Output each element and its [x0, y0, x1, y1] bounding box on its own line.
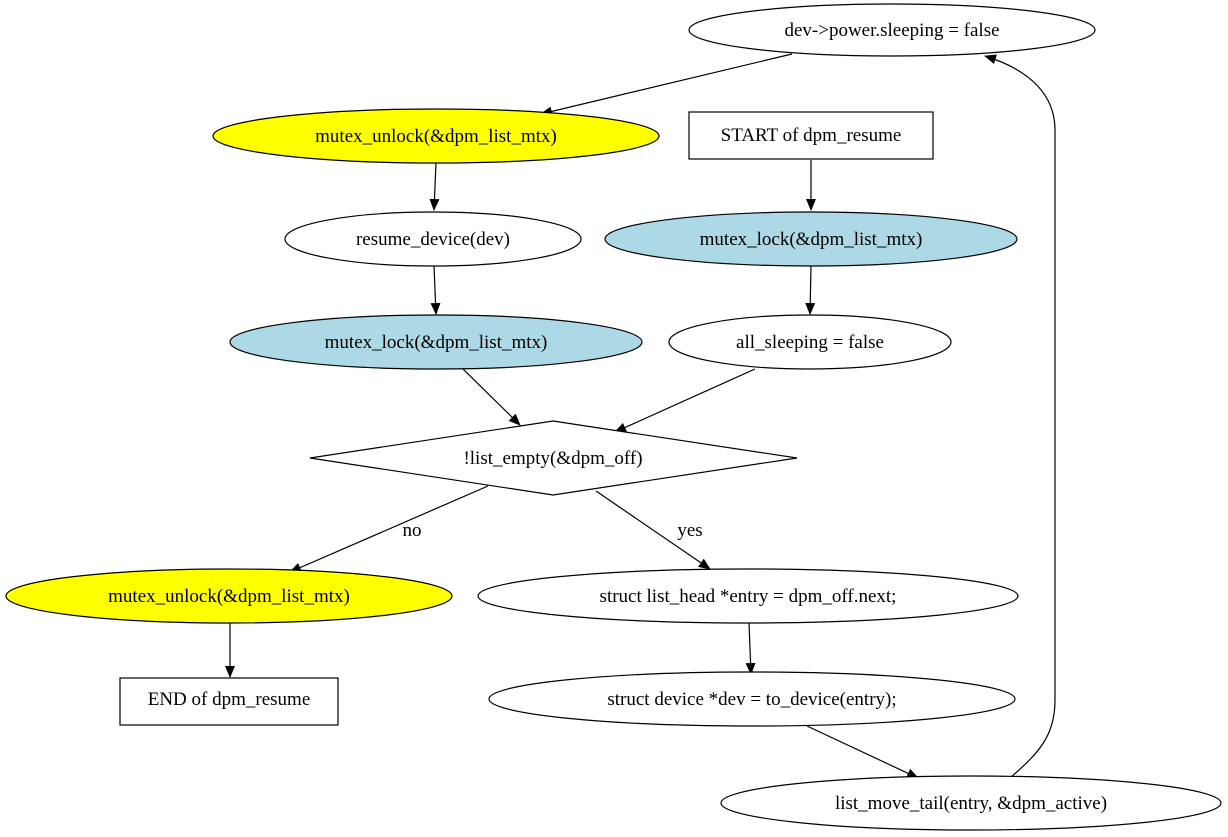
node-to-device-label: struct device *dev = to_device(entry); [607, 689, 896, 710]
node-list-empty-decision: !list_empty(&dpm_off) [309, 420, 798, 496]
node-end-label: END of dpm_resume [148, 689, 311, 710]
node-sleeping-false-label: dev->power.sleeping = false [784, 20, 999, 41]
node-start-label: START of dpm_resume [721, 125, 902, 146]
node-move-tail-label: list_move_tail(entry, &dpm_active) [835, 793, 1107, 814]
node-mutex-unlock-bottom: mutex_unlock(&dpm_list_mtx) [5, 568, 453, 624]
edge-sleeping-to-unlock [540, 53, 793, 117]
edge-move-tail-to-sleeping [984, 54, 1056, 779]
node-mutex-lock-right-label: mutex_lock(&dpm_list_mtx) [700, 229, 923, 250]
node-entry: struct list_head *entry = dpm_off.next; [477, 568, 1019, 624]
node-mutex-unlock-top: mutex_unlock(&dpm_list_mtx) [212, 108, 660, 164]
edge-resume-to-lock-left [430, 265, 441, 315]
edge-all-sleeping-to-decision [614, 368, 756, 433]
node-mutex-unlock-bottom-label: mutex_unlock(&dpm_list_mtx) [108, 586, 350, 607]
node-start: START of dpm_resume [688, 111, 934, 160]
edge-unlock-to-resume [429, 162, 440, 211]
edge-entry-to-to-device [745, 622, 756, 675]
node-entry-label: struct list_head *entry = dpm_off.next; [600, 586, 897, 607]
node-to-device: struct device *dev = to_device(entry); [488, 671, 1016, 727]
edge-label-yes: yes [677, 520, 702, 541]
node-mutex-lock-left: mutex_lock(&dpm_list_mtx) [229, 314, 643, 370]
edge-decision-yes [595, 490, 711, 570]
node-all-sleeping: all_sleeping = false [668, 314, 952, 370]
node-end: END of dpm_resume [119, 677, 339, 726]
node-resume-device: resume_device(dev) [284, 211, 582, 267]
edge-label-no: no [403, 520, 422, 541]
edge-to-device-to-move-tail [806, 725, 919, 779]
edges [225, 53, 1056, 779]
node-all-sleeping-label: all_sleeping = false [736, 332, 884, 353]
node-resume-device-label: resume_device(dev) [356, 229, 510, 250]
edge-lock-right-to-all-sleeping [805, 265, 816, 315]
node-mutex-unlock-top-label: mutex_unlock(&dpm_list_mtx) [315, 126, 557, 147]
node-mutex-lock-left-label: mutex_lock(&dpm_list_mtx) [325, 332, 548, 353]
node-mutex-lock-right: mutex_lock(&dpm_list_mtx) [604, 211, 1018, 267]
node-list-empty-label: !list_empty(&dpm_off) [463, 448, 642, 469]
node-sleeping-false: dev->power.sleeping = false [688, 3, 1096, 57]
edge-lock-left-to-decision [462, 368, 521, 426]
node-move-tail: list_move_tail(entry, &dpm_active) [720, 775, 1222, 831]
edge-decision-no [289, 485, 489, 573]
